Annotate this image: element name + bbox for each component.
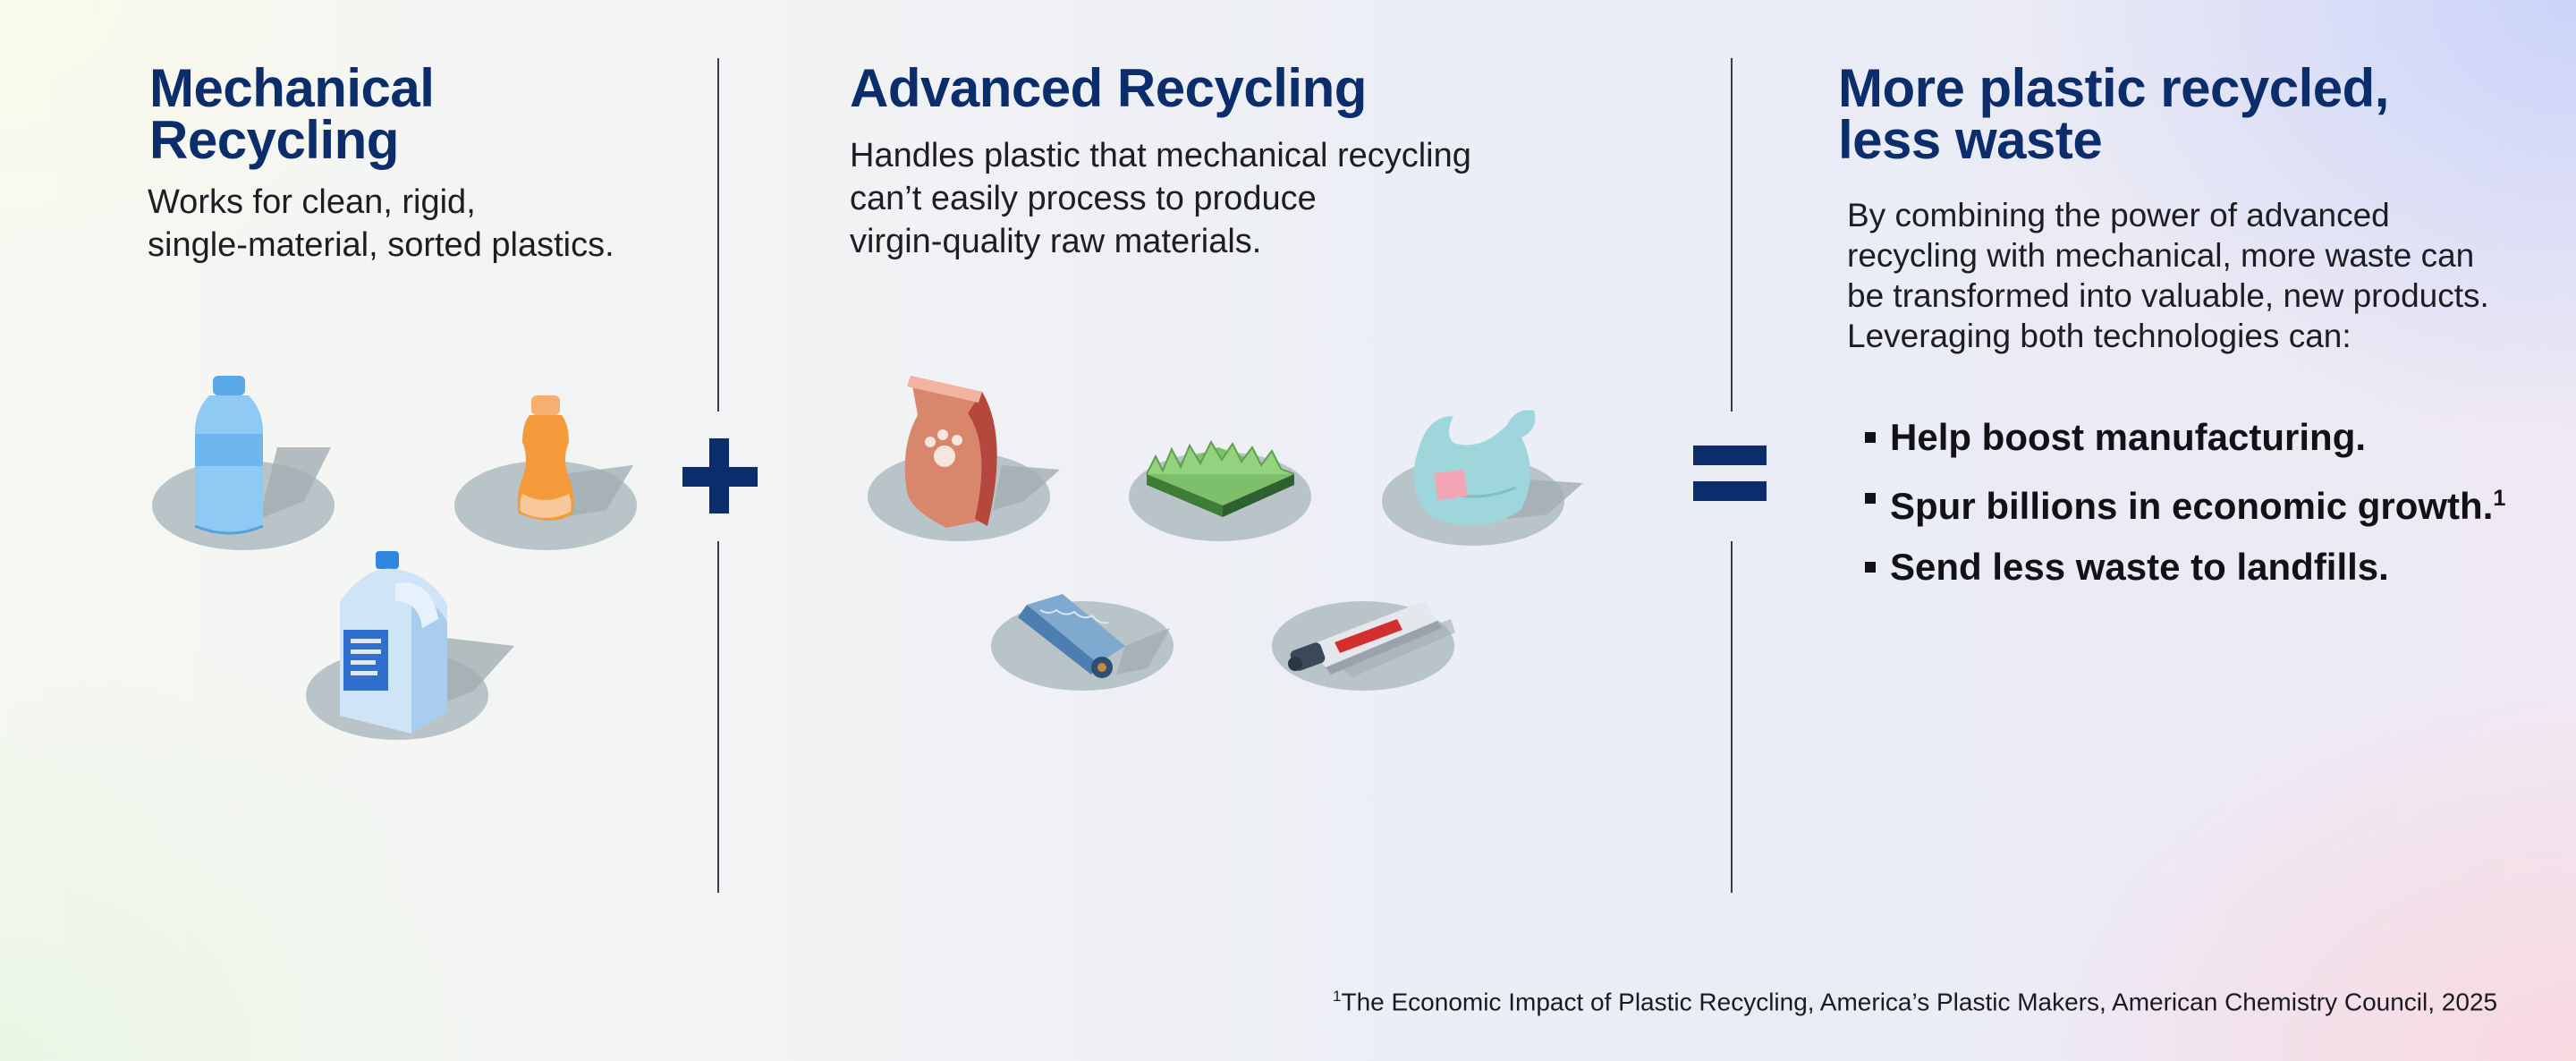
- left-divider-top: [717, 58, 719, 412]
- benefit-text: Spur billions in economic growth.: [1890, 485, 2494, 527]
- equals-sign: [1693, 446, 1767, 513]
- advanced-desc-line1: Handles plastic that mechanical recyclin…: [850, 137, 1471, 174]
- footnote-marker: 1: [1333, 988, 1342, 1005]
- mechanical-title-line1: Mechanical: [149, 58, 435, 118]
- benefit-text: Help boost manufacturing.: [1890, 416, 2367, 458]
- benefit-text: Send less waste to landfills.: [1890, 546, 2389, 588]
- right-divider-top: [1731, 58, 1733, 412]
- water-bottle-icon: [152, 367, 340, 555]
- advanced-title: Advanced Recycling: [850, 58, 1367, 118]
- result-description: By combining the power of advanced recyc…: [1847, 195, 2489, 356]
- left-divider-bottom: [717, 541, 719, 893]
- plus-sign: [682, 438, 758, 518]
- list-item: Spur billions in economic growth.1: [1865, 468, 2505, 537]
- mechanical-desc-line1: Works for clean, rigid,: [148, 183, 476, 221]
- mechanical-description: Works for clean, rigid, single-material,…: [148, 181, 614, 267]
- footnote-marker: 1: [2493, 486, 2506, 511]
- result-title-line1: More plastic recycled,: [1838, 58, 2389, 118]
- mechanical-desc-line2: single-material, sorted plastics.: [148, 226, 614, 264]
- result-title: More plastic recycled, less waste: [1838, 62, 2389, 167]
- footnote: 1The Economic Impact of Plastic Recyclin…: [1333, 988, 2497, 1016]
- result-desc-line1: By combining the power of advanced: [1847, 197, 2390, 233]
- tube-icon: [1272, 592, 1469, 700]
- film-roll-icon: [991, 592, 1188, 700]
- small-bottle-icon: [454, 394, 642, 555]
- mechanical-title: Mechanical Recycling: [149, 62, 435, 167]
- list-item: Help boost manufacturing.: [1865, 407, 2505, 468]
- benefits-list: Help boost manufacturing. Spur billions …: [1865, 407, 2505, 598]
- result-desc-line3: be transformed into valuable, new produc…: [1847, 277, 2489, 314]
- artificial-turf-icon: [1129, 429, 1326, 555]
- result-desc-line4: Leveraging both technologies can:: [1847, 318, 2351, 354]
- pet-food-bag-icon: [868, 367, 1064, 546]
- milk-jug-icon: [304, 547, 519, 744]
- advanced-desc-line3: virgin-quality raw materials.: [850, 223, 1262, 260]
- result-desc-line2: recycling with mechanical, more waste ca…: [1847, 237, 2475, 274]
- advanced-desc-line2: can’t easily process to produce: [850, 180, 1317, 217]
- mechanical-title-line2: Recycling: [149, 110, 399, 170]
- plastic-bag-icon: [1382, 398, 1588, 550]
- advanced-description: Handles plastic that mechanical recyclin…: [850, 134, 1471, 263]
- list-item: Send less waste to landfills.: [1865, 537, 2505, 598]
- right-divider-bottom: [1731, 541, 1733, 893]
- result-title-line2: less waste: [1838, 110, 2103, 170]
- footnote-text: The Economic Impact of Plastic Recycling…: [1341, 988, 2498, 1016]
